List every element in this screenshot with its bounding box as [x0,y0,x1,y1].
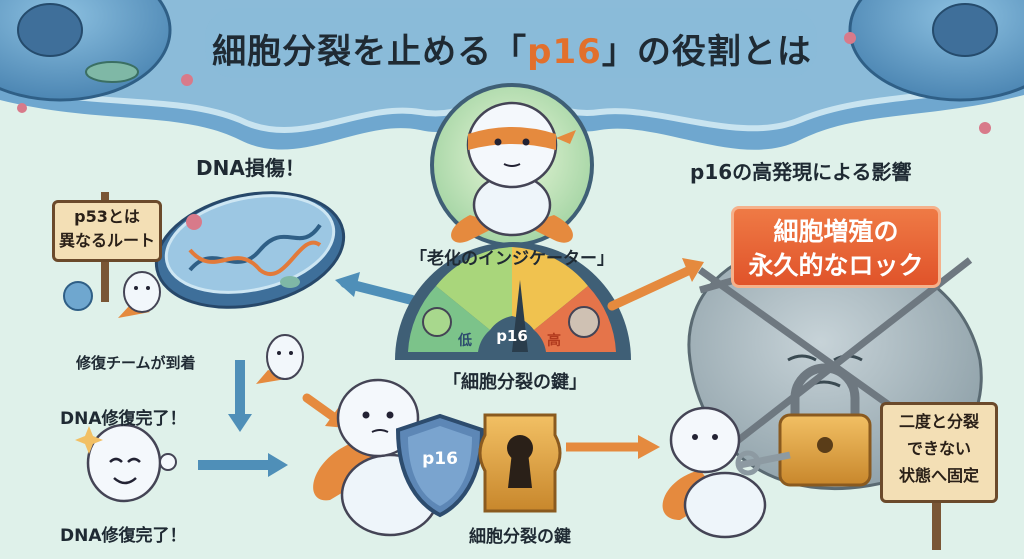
mascot-small-center [256,334,304,384]
title-part-2: 」の役割とは [601,32,812,72]
hero-portrait [430,83,594,247]
shield-label: p16 [422,449,458,469]
gauge-low-label: 低 [458,333,472,349]
route-sign-line-1: p53とは [74,207,140,226]
repair-done-label-bottom: DNA修復完了！ [60,526,187,546]
arrow-to-lock-head [682,258,704,282]
arrow-right-blue-head [268,453,288,477]
key-label-bottom: 細胞分裂の鍵 [469,527,571,547]
route-sign: p53とは 異なるルート [52,200,162,262]
aging-indicator-label: 「老化のインジケーター」 [410,249,614,269]
lock-box-line-1: 細胞増殖の [773,217,899,246]
arrow-down-blue-head [228,414,252,432]
padlock [778,363,872,487]
fixed-sign-line-2: できない [906,439,971,458]
impact-title: p16の高発現による影響 [690,160,912,184]
title-highlight: p16 [527,32,602,72]
mascot-key-holder [662,406,791,539]
p16-shield [395,413,485,518]
title-part-1: 細胞分裂を止める「 [212,32,528,72]
arrow-to-dna-head [335,272,360,297]
gauge-center-label: p16 [496,327,528,345]
dna-damage-label: DNA損傷！ [196,156,305,180]
permanent-lock-box: 細胞増殖の 永久的なロック [731,206,941,288]
gauge-high-label: 高 [547,333,561,349]
germ-blue [63,281,93,311]
title-backdrop [205,8,817,78]
mascot-small-left [118,271,161,318]
route-sign-line-2: 異なるルート [58,231,155,250]
arrow-to-key-hero-head [638,435,660,459]
side-cell-right [848,0,1024,102]
repair-team-label: 修復チームが到着 [76,354,196,372]
dna-cell [154,191,346,309]
repair-done-label-top: DNA修復完了！ [60,409,187,429]
page-title: 細胞分裂を止める「p16」の役割とは [0,24,1024,73]
arrow-to-lock [607,265,695,311]
key-and-keyhole [470,413,562,513]
lock-box-line-2: 永久的なロック [748,251,924,280]
aging-gauge [395,242,631,360]
organelle-dots [17,32,991,134]
fixed-state-sign: 二度と分裂 できない 状態へ固定 [880,402,998,503]
fixed-signpost [932,490,941,550]
mascot-happy [75,423,177,503]
fixed-sign-line-3: 状態へ固定 [898,466,979,485]
arrow-orange-diag [302,393,340,423]
fixed-sign-line-1: 二度と分裂 [898,412,979,431]
key-label-top: 「細胞分裂の鍵」 [443,372,587,393]
